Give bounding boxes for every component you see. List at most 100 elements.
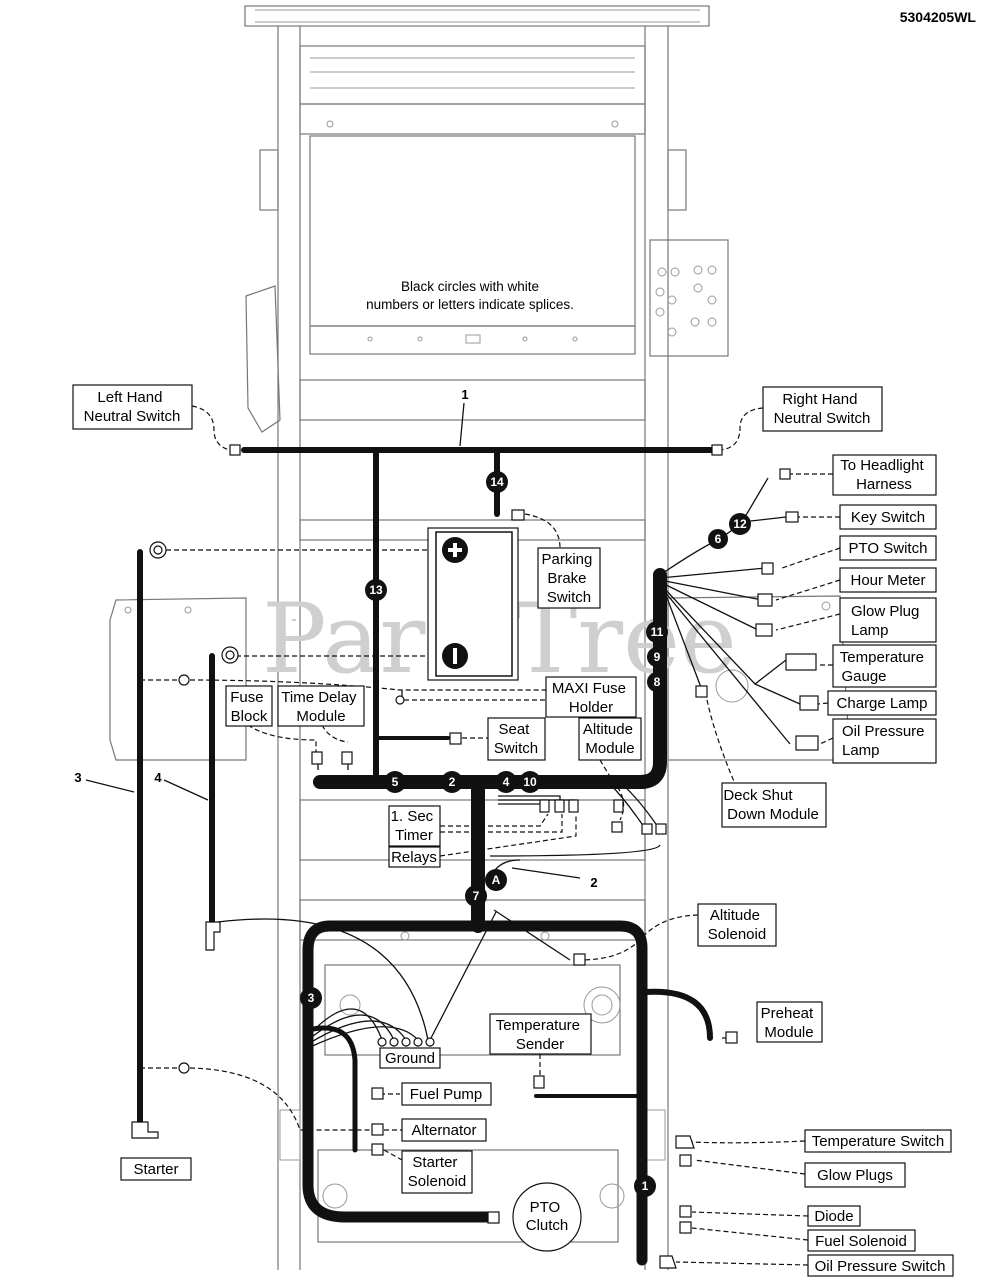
splice-4: 4 (495, 771, 517, 793)
callout-numbers: 1 3 4 2 (74, 387, 597, 890)
splice-8: 8 (647, 672, 667, 692)
ring-terminal (425, 1037, 435, 1047)
splice-note-line2: numbers or letters indicate splices. (366, 297, 574, 312)
label-altitude-solenoid: Altitude Solenoid (708, 907, 766, 943)
connector (761, 562, 774, 575)
label-charge-lamp: Charge Lamp (837, 695, 928, 712)
svg-text:5: 5 (392, 775, 399, 789)
label-fuel-solenoid: Fuel Solenoid (815, 1233, 907, 1250)
label-starter-solenoid: Starter Solenoid (408, 1154, 466, 1190)
label-maxi-fuse-holder: MAXI Fuse Holder (552, 680, 630, 716)
connector (679, 1221, 692, 1234)
connector (539, 799, 550, 813)
label-key-switch: Key Switch (851, 509, 925, 526)
connector (449, 732, 462, 745)
label-altitude-module: Altitude Module (583, 721, 637, 757)
svg-text:1: 1 (642, 1179, 649, 1193)
connector (371, 1087, 384, 1100)
label-temperature-gauge: Temperature Gauge (840, 649, 928, 685)
connector (613, 799, 624, 813)
label-starter: Starter (133, 1161, 178, 1178)
connector (371, 1143, 384, 1156)
splice-2: 2 (441, 771, 463, 793)
splice-6: 6 (708, 529, 728, 549)
connector (679, 1205, 692, 1218)
label-ground: Ground (385, 1050, 435, 1067)
label-pto-switch: PTO Switch (849, 540, 928, 557)
label-fuse-block: Fuse Block (230, 689, 268, 725)
label-oil-pressure-lamp: Oil Pressure Lamp (842, 723, 929, 759)
label-to-headlight-harness: To Headlight Harness (840, 457, 928, 493)
ring-terminal (401, 1037, 411, 1047)
svg-text:8: 8 (654, 675, 661, 689)
connector (641, 823, 653, 835)
label-preheat-module: Preheat Module (761, 1005, 818, 1041)
label-time-delay-module: Time Delay Module (281, 689, 360, 725)
ring-terminal (389, 1037, 399, 1047)
starter-lug (131, 1121, 159, 1139)
starter-lug (205, 921, 221, 951)
svg-text:9: 9 (654, 650, 661, 664)
leader-lines (140, 405, 841, 1266)
connector (568, 799, 579, 813)
connector (785, 511, 799, 523)
label-right-hand-neutral-switch: Right Hand Neutral Switch (774, 391, 871, 427)
splice-11: 11 (646, 621, 668, 643)
svg-text:3: 3 (308, 991, 315, 1005)
connector (511, 509, 525, 521)
label-relays: Relays (391, 849, 437, 866)
splice-9: 9 (647, 647, 667, 667)
label-temperature-sender: Temperature Sender (496, 1017, 584, 1053)
label-parking-brake-switch: Parking Brake Switch (541, 551, 596, 606)
splice-7: 7 (465, 885, 487, 907)
connector (711, 444, 723, 456)
connector (487, 1211, 500, 1224)
connector (679, 1154, 692, 1167)
svg-text:10: 10 (523, 775, 537, 789)
svg-text:14: 14 (490, 475, 504, 489)
label-diode: Diode (814, 1208, 853, 1225)
svg-text:7: 7 (473, 889, 480, 903)
svg-text:A: A (492, 873, 501, 887)
callout-leaders (85, 402, 581, 879)
label-fuel-pump: Fuel Pump (410, 1086, 483, 1103)
connectors (131, 444, 819, 1269)
chassis-frame (109, 5, 851, 1270)
label-seat-switch: Seat Switch (494, 721, 538, 757)
splice-note-line1: Black circles with white (401, 279, 539, 294)
ring-terminal (178, 674, 190, 686)
connector (311, 751, 323, 765)
splice-A: A (485, 869, 507, 891)
svg-text:13: 13 (369, 583, 383, 597)
callout-3: 3 (74, 770, 81, 785)
callout-1: 1 (461, 387, 468, 402)
splice-10: 10 (519, 771, 541, 793)
ring-terminal (413, 1037, 423, 1047)
splice-3: 3 (300, 987, 322, 1009)
connector (533, 1075, 545, 1089)
splices: 14 13 12 6 11 9 8 5 2 4 10 7 A 3 1 (300, 471, 751, 1197)
connector (725, 1031, 738, 1044)
label-temperature-switch: Temperature Switch (812, 1133, 945, 1150)
ring-terminal (395, 695, 405, 705)
connector (695, 685, 708, 698)
svg-text:2: 2 (449, 775, 456, 789)
connector (554, 799, 565, 813)
svg-text:11: 11 (651, 625, 664, 639)
svg-text:12: 12 (733, 517, 747, 531)
label-left-hand-neutral-switch: Left Hand Neutral Switch (84, 389, 181, 425)
ring-terminal (178, 1062, 190, 1074)
pto-clutch (512, 1182, 582, 1252)
splice-13: 13 (365, 579, 387, 601)
connector (341, 751, 353, 765)
label-oil-pressure-switch: Oil Pressure Switch (815, 1258, 946, 1275)
splice-12: 12 (729, 513, 751, 535)
label-glow-plug-lamp: Glow Plug Lamp (851, 603, 924, 639)
label-hour-meter: Hour Meter (850, 572, 925, 589)
label-glow-plugs: Glow Plugs (817, 1167, 893, 1184)
connector (655, 823, 667, 835)
battery (427, 527, 519, 681)
splice-1: 1 (634, 1175, 656, 1197)
label-alternator: Alternator (411, 1122, 476, 1139)
